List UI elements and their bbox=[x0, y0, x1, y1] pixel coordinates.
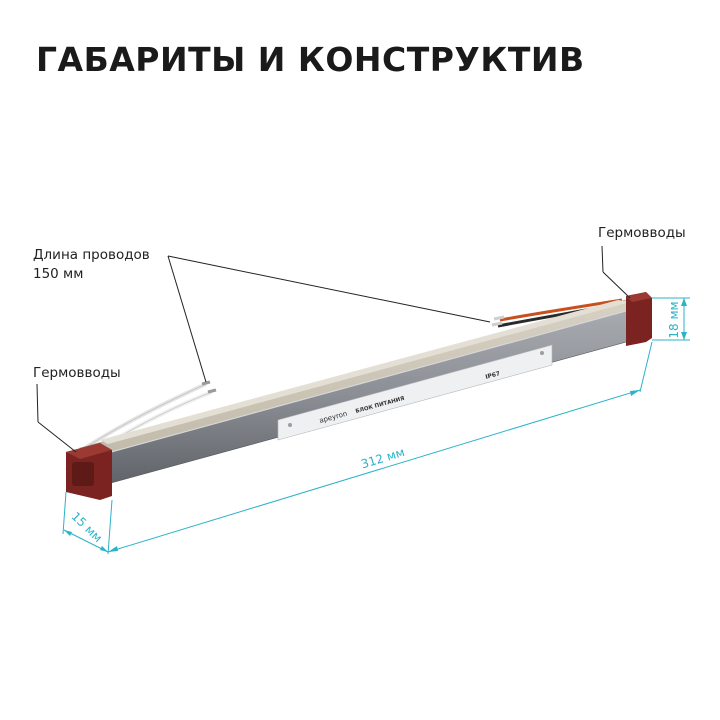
leader-glands-left bbox=[36, 383, 39, 423]
dimension-height-label: 18 мм bbox=[667, 301, 681, 338]
dimension-width-line bbox=[63, 529, 109, 553]
callout-wire-length: Длина проводов 150 мм bbox=[33, 246, 150, 284]
dimension-lines bbox=[62, 297, 690, 555]
leader-lines bbox=[36, 245, 631, 453]
leader-wire-length-left bbox=[167, 255, 207, 383]
dimension-length-label: 312 мм bbox=[359, 445, 406, 471]
callout-glands-left-text: Гермовводы bbox=[33, 365, 121, 381]
housing-inner-panel bbox=[100, 300, 630, 444]
dimension-length-line bbox=[107, 389, 641, 553]
page-title: ГАБАРИТЫ И КОНСТРУКТИВ bbox=[36, 40, 585, 79]
right-end-cap bbox=[626, 292, 652, 346]
callout-wire-length-line1: Длина проводов bbox=[33, 247, 150, 263]
leader-glands-right bbox=[601, 245, 604, 273]
label-rating: IP67 bbox=[485, 370, 501, 381]
dimension-width-label: 15 мм bbox=[69, 509, 105, 545]
callout-glands-right: Гермовводы bbox=[598, 224, 686, 243]
left-end-cap bbox=[66, 443, 112, 500]
callout-wire-length-line2: 150 мм bbox=[33, 266, 84, 282]
callout-glands-left: Гермовводы bbox=[33, 364, 121, 383]
leader-wire-length-right bbox=[167, 255, 491, 323]
callout-glands-right-text: Гермовводы bbox=[598, 225, 686, 241]
housing-top-face bbox=[78, 299, 649, 456]
